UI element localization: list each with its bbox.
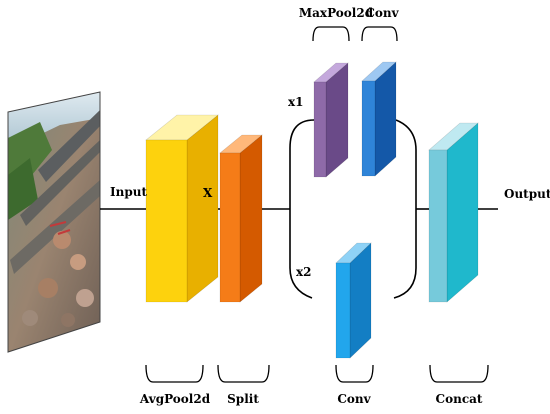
conv-top-label: Conv xyxy=(365,6,399,20)
avgpool-bracket xyxy=(145,364,204,383)
x-label: X xyxy=(203,186,213,200)
conv-bottom-bracket xyxy=(335,364,374,383)
conv-top-bracket xyxy=(361,26,398,42)
conv-top-block xyxy=(361,61,397,177)
split-block-side xyxy=(239,134,263,303)
branch-x1 xyxy=(289,119,315,209)
conv-bottom-label: Conv xyxy=(337,392,371,406)
concat-block xyxy=(428,122,479,303)
output-label: Output xyxy=(504,187,550,201)
split-label: Split xyxy=(227,392,259,406)
photo-frame xyxy=(7,91,101,353)
branch-x2 xyxy=(289,209,313,299)
photo-stone xyxy=(61,313,75,327)
split-block-front xyxy=(219,152,241,303)
x2-label: x2 xyxy=(296,265,312,279)
conv-bottom-block-front xyxy=(335,262,351,359)
avgpool-block xyxy=(145,114,219,303)
avgpool-label: AvgPool2d xyxy=(139,392,211,406)
input-label: Input xyxy=(110,185,147,199)
photo-stone xyxy=(53,231,71,249)
photo-stone xyxy=(22,310,38,326)
concat-block-side xyxy=(446,122,479,303)
photo-stone xyxy=(38,278,58,298)
x1-label: x1 xyxy=(288,95,304,109)
conv-bottom-block xyxy=(335,242,372,359)
photo-sleeper xyxy=(10,180,100,274)
avgpool-block-side xyxy=(186,114,219,303)
brackets xyxy=(145,26,489,383)
concat-bracket xyxy=(429,364,489,383)
photo-rail-1 xyxy=(38,110,100,182)
photo-stone xyxy=(70,254,86,270)
maxpool-block-side xyxy=(325,62,349,178)
split-block xyxy=(219,134,263,303)
maxpool-bracket xyxy=(312,26,350,42)
concat-label: Concat xyxy=(436,392,483,406)
maxpool-label: MaxPool2d xyxy=(299,6,374,20)
conv-top-block-front xyxy=(361,80,376,177)
photo-mark xyxy=(49,221,71,235)
concat-block-front xyxy=(428,149,448,303)
split-bracket xyxy=(217,364,270,383)
input-image xyxy=(7,91,101,353)
maxpool-block-front xyxy=(313,81,327,178)
avgpool-block-front xyxy=(145,139,188,303)
photo-foliage-dark xyxy=(8,158,38,220)
conv-top-block-side xyxy=(374,61,397,177)
photo-rail-2 xyxy=(20,140,100,226)
maxpool-block xyxy=(313,62,349,178)
merge-path xyxy=(393,119,417,299)
blocks xyxy=(145,61,479,359)
photo-stone xyxy=(76,289,94,307)
